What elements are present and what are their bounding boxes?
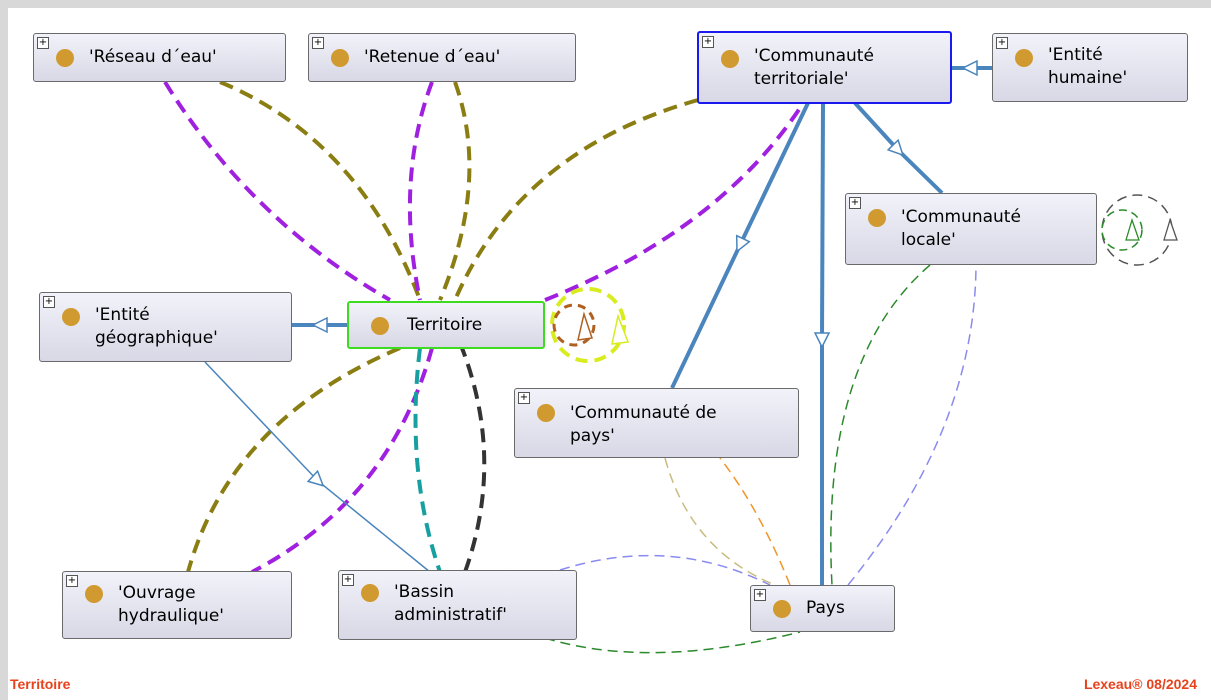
node-label: Territoire: [407, 315, 483, 335]
self-loop-comloc[interactable]: [1101, 194, 1178, 266]
expand-icon[interactable]: +: [342, 574, 354, 586]
edge-comterr-comloc[interactable]: [853, 101, 944, 195]
class-dot-icon: [331, 49, 349, 67]
class-dot-icon: [773, 600, 791, 618]
edge-territoire-bassin-teal[interactable]: [413, 347, 442, 573]
class-dot-icon: [868, 209, 886, 227]
node-reseau-eau[interactable]: + 'Réseau d´eau': [33, 33, 286, 82]
class-dot-icon: [1015, 49, 1033, 67]
class-dot-icon: [62, 308, 80, 326]
class-dot-icon: [361, 584, 379, 602]
edge-bassin-pays-lav[interactable]: [559, 554, 771, 586]
expand-icon[interactable]: +: [37, 37, 49, 49]
node-label: 'Retenue d´eau': [364, 47, 501, 67]
expand-icon[interactable]: +: [518, 392, 530, 404]
edge-territoire-ouvrage-purple[interactable]: [251, 347, 434, 574]
edge-territoire-ouvrage-olive[interactable]: [186, 346, 401, 573]
edge-territoire-comterr-purple[interactable]: [544, 103, 804, 302]
node-bassin-administratif[interactable]: + 'Bassin administratif': [338, 570, 577, 640]
expand-icon[interactable]: +: [702, 36, 714, 48]
edge-reseau-territoire-purple[interactable]: [163, 80, 391, 302]
node-label: 'Ouvrage hydraulique': [118, 583, 224, 626]
class-dot-icon: [537, 404, 555, 422]
class-dot-icon: [721, 50, 739, 68]
edge-comterr-territoire-olive[interactable]: [453, 98, 699, 301]
edge-retenue-territoire-olive[interactable]: [438, 81, 472, 301]
class-dot-icon: [85, 585, 103, 603]
node-label: 'Communauté territoriale': [754, 46, 874, 89]
node-entite-humaine[interactable]: + 'Entité humaine': [992, 33, 1188, 102]
class-dot-icon: [56, 49, 74, 67]
node-territoire[interactable]: Territoire: [347, 301, 545, 349]
expand-icon[interactable]: +: [43, 296, 55, 308]
node-communaute-locale[interactable]: + 'Communauté locale': [845, 193, 1097, 265]
node-label: 'Communauté locale': [901, 207, 1021, 250]
node-pays[interactable]: + Pays: [750, 585, 895, 632]
footer-credit: Lexeau® 08/2024: [1083, 676, 1197, 692]
node-label: Pays: [806, 598, 845, 618]
node-entite-geographique[interactable]: + 'Entité géographique': [39, 292, 292, 362]
edge-pays-compays-orange[interactable]: [719, 457, 791, 586]
expand-icon[interactable]: +: [996, 37, 1008, 49]
edge-entgeo-bassin[interactable]: [204, 361, 431, 573]
edge-comloc-pays-green[interactable]: [830, 264, 931, 586]
footer-title: Territoire: [10, 676, 71, 692]
node-retenue-eau[interactable]: + 'Retenue d´eau': [308, 33, 576, 82]
edge-pays-comloc-lav[interactable]: [847, 264, 977, 586]
edge-retenue-territoire-purple[interactable]: [407, 81, 434, 301]
node-communaute-territoriale[interactable]: + 'Communauté territoriale': [697, 31, 952, 104]
expand-icon[interactable]: +: [66, 575, 78, 587]
node-label: 'Entité humaine': [1048, 45, 1128, 88]
edge-comterr-compays[interactable]: [670, 102, 810, 389]
expand-icon[interactable]: +: [849, 197, 861, 209]
node-ouvrage-hydraulique[interactable]: + 'Ouvrage hydraulique': [62, 571, 292, 639]
edge-compays-pays-tan[interactable]: [664, 457, 776, 586]
self-loop-territoire[interactable]: [550, 287, 630, 363]
node-communaute-de-pays[interactable]: + 'Communauté de pays': [514, 388, 799, 458]
node-label: 'Entité géographique': [95, 305, 218, 348]
node-label: 'Réseau d´eau': [89, 47, 217, 67]
expand-icon[interactable]: +: [754, 589, 766, 601]
edge-bassin-pays-green[interactable]: [544, 631, 801, 654]
expand-icon[interactable]: +: [312, 37, 324, 49]
class-dot-icon: [371, 317, 389, 335]
node-label: 'Bassin administratif': [394, 582, 507, 625]
node-label: 'Communauté de pays': [570, 403, 717, 446]
edge-bassin-territoire-dark[interactable]: [460, 347, 487, 573]
edge-comterr-pays[interactable]: [822, 102, 823, 585]
